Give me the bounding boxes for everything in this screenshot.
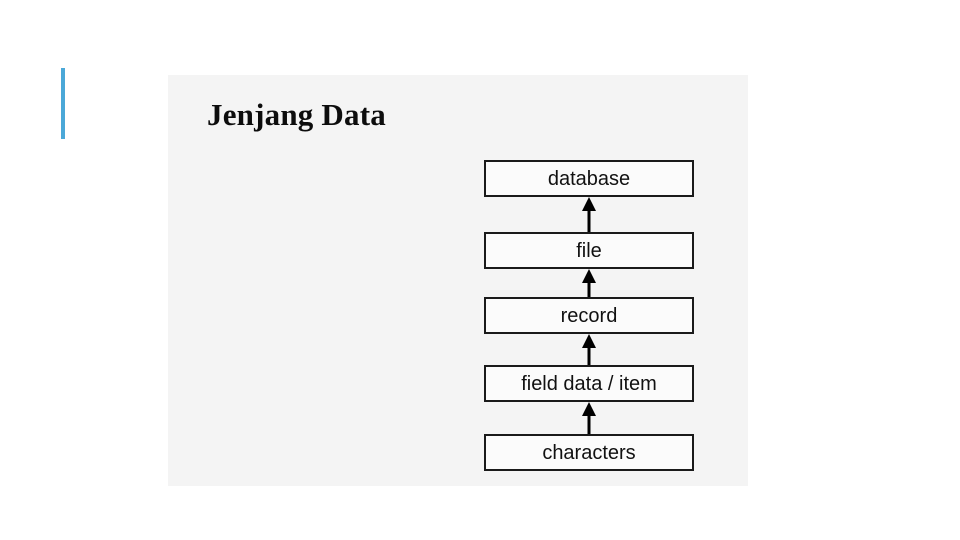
diagram-node-characters[interactable]: characters xyxy=(484,434,694,471)
node-box: field data / item xyxy=(484,365,694,402)
title-accent-bar xyxy=(61,68,65,139)
arrow-up-icon-characters-to-field xyxy=(581,402,597,434)
node-label: database xyxy=(547,167,631,190)
arrow-up-icon-file-to-database xyxy=(581,197,597,232)
node-box: record xyxy=(484,297,694,334)
node-label: characters xyxy=(542,441,636,464)
diagram-node-record[interactable]: record xyxy=(484,297,694,334)
page-title: Jenjang Data xyxy=(207,97,386,132)
node-label: file xyxy=(576,239,602,262)
node-box: database xyxy=(484,160,694,197)
arrow-up-icon-field-to-record xyxy=(581,334,597,365)
node-label: record xyxy=(560,304,618,327)
diagram-node-field-data-item[interactable]: field data / item xyxy=(484,365,694,402)
data-hierarchy-diagram: database file xyxy=(484,160,696,473)
node-label: field data / item xyxy=(521,372,657,395)
node-box: characters xyxy=(484,434,694,471)
arrow-up-icon-record-to-file xyxy=(581,269,597,297)
diagram-node-database[interactable]: database xyxy=(484,160,694,197)
node-box: file xyxy=(484,232,694,269)
diagram-node-file[interactable]: file xyxy=(484,232,694,269)
content-panel: Jenjang Data database file xyxy=(168,75,748,486)
